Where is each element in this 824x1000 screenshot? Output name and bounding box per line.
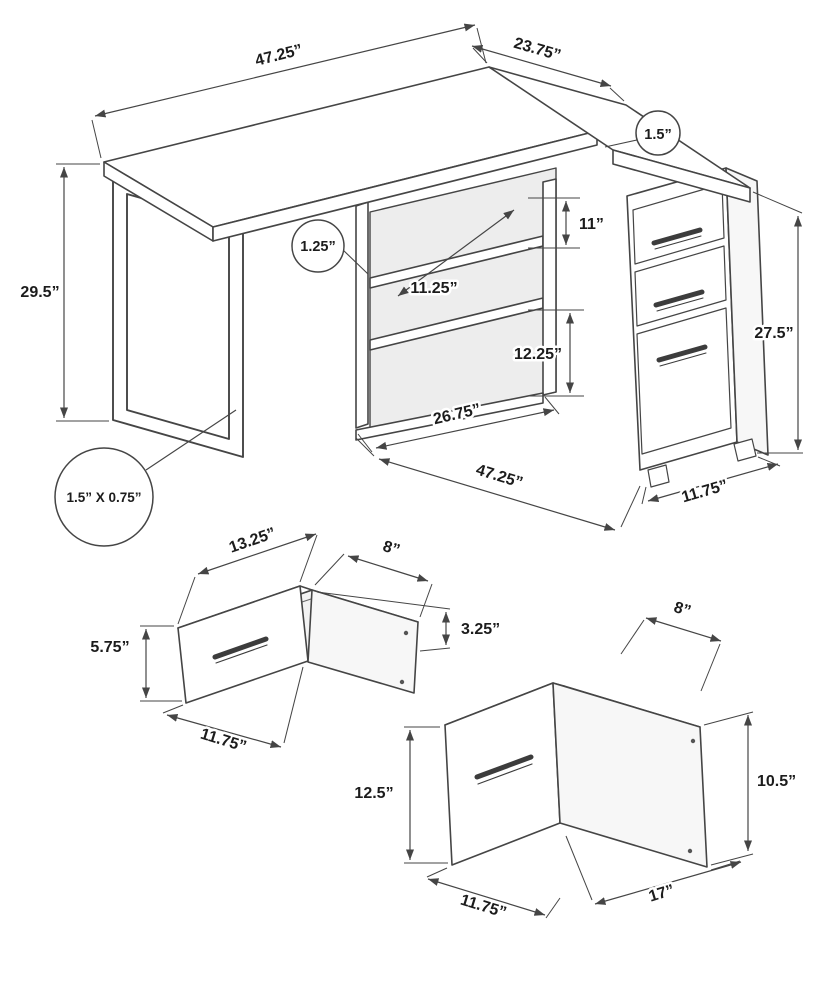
cabinet-foot bbox=[733, 438, 757, 462]
screw-hole bbox=[403, 630, 409, 636]
dim-label-small-drawer-side-height: 3.25” bbox=[461, 621, 500, 638]
callout-circle bbox=[54, 447, 154, 547]
screw-hole bbox=[690, 738, 696, 744]
shelf-unit bbox=[355, 167, 557, 441]
dim-lower-opening: 12.25” bbox=[511, 309, 584, 397]
dim-label-lower-opening: 12.25” bbox=[514, 346, 562, 363]
dim-label-top-thickness: 1.5” bbox=[644, 127, 671, 143]
callout-shelf-thickness: 1.25” bbox=[291, 219, 369, 275]
dim-label-file-drawer-front-height: 12.5” bbox=[354, 785, 393, 802]
leg-frame bbox=[112, 175, 244, 458]
dim-label-desk-height: 29.5” bbox=[20, 284, 59, 301]
drawer-handle-icon bbox=[212, 636, 269, 660]
shelf-back-panel bbox=[369, 167, 557, 431]
dim-label-leg-tube: 1.5” X 0.75” bbox=[66, 490, 141, 505]
dim-label-cabinet-height: 27.5” bbox=[754, 325, 793, 342]
dim-file-drawer-front-height: 12.5” bbox=[352, 726, 448, 864]
cabinet-side-face bbox=[725, 167, 769, 456]
dim-cabinet-height: 27.5” bbox=[752, 191, 803, 454]
dim-shelf-depth: 11.25” bbox=[397, 209, 515, 300]
callout-leg-tube: 1.5” X 0.75” bbox=[54, 409, 237, 547]
drawer-handle-icon bbox=[653, 289, 705, 308]
small-drawer-side-panel bbox=[307, 589, 419, 694]
cabinet-drawer-front-3 bbox=[636, 307, 732, 455]
return-surface bbox=[488, 66, 751, 203]
dim-label-shelf-thickness: 1.25” bbox=[300, 239, 335, 255]
dim-label-upper-opening: 11” bbox=[579, 216, 604, 233]
dim-small-drawer-front-height: 5.75” bbox=[88, 625, 182, 702]
dim-desk-height: 29.5” bbox=[18, 163, 109, 422]
shelf-right-panel bbox=[542, 178, 557, 396]
dim-small-drawer-side-height: 3.25” bbox=[316, 591, 503, 652]
screw-hole bbox=[687, 848, 693, 854]
dim-label-file-drawer-side-height: 10.5” bbox=[757, 773, 796, 790]
drawer-handle-icon bbox=[474, 754, 534, 780]
dim-label-small-drawer-front-height: 5.75” bbox=[90, 639, 129, 656]
dim-upper-opening: 11” bbox=[528, 197, 606, 249]
drawer-handle-icon bbox=[656, 344, 708, 363]
return-front-edge bbox=[612, 149, 751, 203]
desktop-front-edge bbox=[212, 130, 598, 242]
screw-hole bbox=[399, 679, 405, 685]
callout-top-thickness: 1.5” bbox=[604, 110, 681, 156]
callout-circle bbox=[635, 110, 681, 156]
shelf-left-panel bbox=[355, 201, 369, 429]
callout-circle bbox=[291, 219, 345, 273]
dim-label-shelf-depth: 11.25” bbox=[410, 280, 457, 297]
drawer-cabinet bbox=[626, 167, 769, 488]
drawer-handle-icon bbox=[651, 227, 703, 246]
dim-file-drawer-side-height: 10.5” bbox=[703, 711, 799, 866]
